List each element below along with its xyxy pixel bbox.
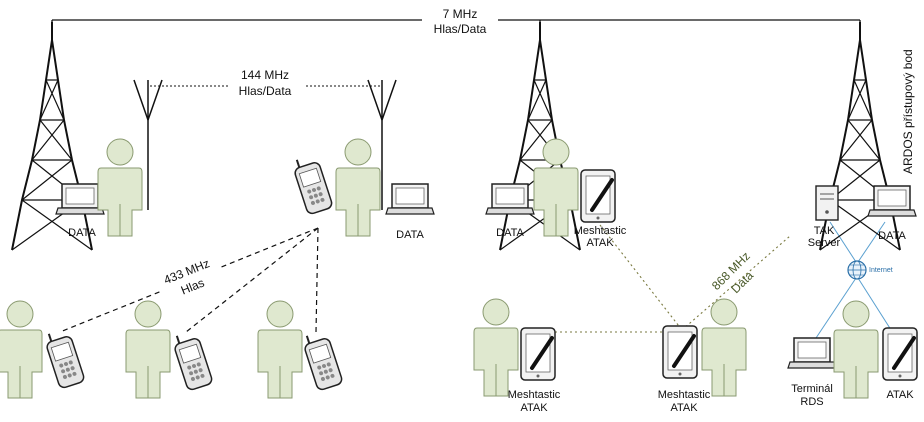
laptop-icon: [787, 337, 837, 369]
tablet-icon: [881, 326, 919, 382]
person-icon: [97, 138, 143, 237]
tablet-icon: [579, 168, 617, 224]
mesh-links: [540, 224, 791, 333]
phone-icon: [300, 328, 345, 392]
phone-icon: [170, 328, 215, 392]
person-icon: [833, 300, 879, 399]
vhf-freq-label: 144 MHz: [241, 68, 289, 82]
tak-server-line1: TAK: [814, 225, 835, 237]
meshtastic-left-line2: ATAK: [520, 402, 548, 414]
data-label-2: DATA: [396, 229, 424, 241]
person-icon: [335, 138, 381, 237]
phone-icon: [42, 326, 87, 390]
meshtastic-mid-line2: ATAK: [670, 402, 698, 414]
person-icon: [0, 300, 43, 399]
data-label-3: DATA: [496, 227, 524, 239]
person-icon: [701, 298, 747, 397]
person-icon: [257, 300, 303, 399]
terminal-line1: Terminál: [791, 383, 833, 395]
meshtastic-top-line1: Meshtastic: [574, 225, 627, 237]
access-point-label: ARDOS přístupový bod: [901, 49, 915, 174]
laptop-icon: [55, 183, 105, 215]
meshtastic-left-line1: Meshtastic: [508, 389, 561, 401]
meshtastic-top-line2: ATAK: [586, 237, 614, 249]
globe-icon: [847, 260, 867, 280]
laptop-icon: [385, 183, 435, 215]
laptop-icon: [867, 185, 917, 217]
tak-server-line2: Server: [808, 237, 841, 249]
hf-freq-label: 7 MHz: [443, 7, 478, 21]
tablet-icon: [519, 326, 557, 382]
data-label-1: DATA: [68, 227, 96, 239]
person-icon: [473, 298, 519, 397]
meshtastic-mid-line1: Meshtastic: [658, 389, 711, 401]
atak-label: ATAK: [886, 389, 914, 401]
tower-left: [11, 21, 93, 251]
vhf-mode-label: Hlas/Data: [239, 84, 292, 98]
phone-icon: [290, 152, 335, 216]
data-label-4: DATA: [878, 230, 906, 242]
person-icon: [125, 300, 171, 399]
server-icon: [815, 185, 839, 221]
hf-mode-label: Hlas/Data: [434, 22, 487, 36]
laptop-icon: [485, 183, 535, 215]
internet-label: Internet: [869, 267, 893, 274]
tablet-icon: [661, 324, 699, 380]
terminal-line2: RDS: [800, 396, 823, 408]
